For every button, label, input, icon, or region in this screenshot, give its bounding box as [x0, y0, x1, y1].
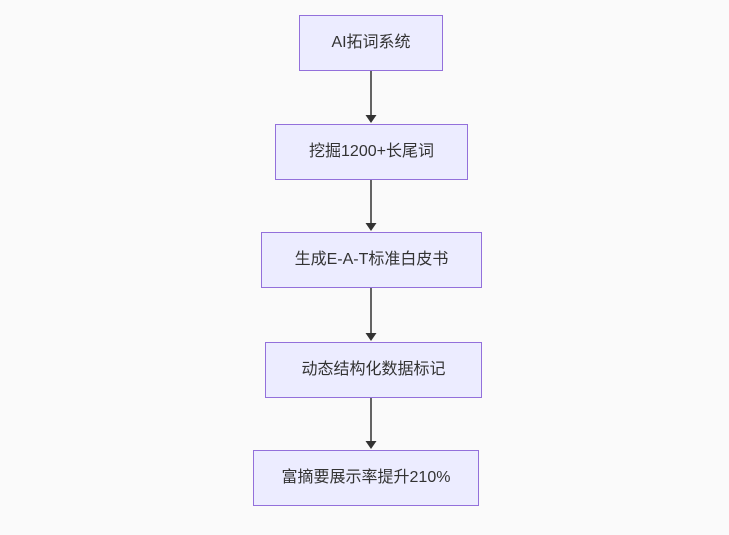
flow-node-dynamic-structured-data-markup: 动态结构化数据标记 [265, 342, 482, 398]
flow-node-label: 动态结构化数据标记 [301, 361, 446, 379]
flow-node-mine-longtail-keywords: 挖掘1200+长尾词 [275, 124, 468, 180]
flow-node-rich-snippet-rate-increase: 富摘要展示率提升210% [253, 450, 479, 506]
flow-arrow-a-to-b [365, 71, 377, 123]
flow-node-ai-word-expansion-system: AI拓词系统 [299, 15, 443, 71]
flow-node-label: 生成E-A-T标准白皮书 [294, 251, 449, 269]
flow-arrow-b-to-c [365, 180, 377, 231]
flow-arrow-d-to-e [365, 398, 377, 449]
flow-node-generate-eat-whitepaper: 生成E-A-T标准白皮书 [261, 232, 482, 288]
flow-node-label: 富摘要展示率提升210% [281, 469, 451, 487]
flow-node-label: 挖掘1200+长尾词 [309, 143, 434, 161]
flow-arrow-c-to-d [365, 288, 377, 341]
flow-node-label: AI拓词系统 [331, 34, 411, 52]
